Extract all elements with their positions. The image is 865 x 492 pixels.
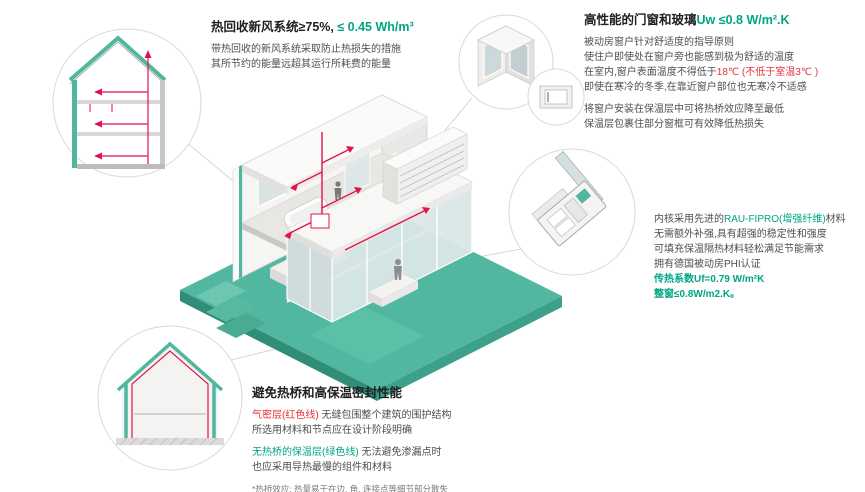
core-line-1-pre: 内核采用先进的 bbox=[654, 214, 724, 225]
thermal-line-4: 也应采用导热最慢的组件和材料 bbox=[252, 462, 392, 473]
windows-line-3: 在室内,窗户表面温度不得低于18℃ (不低于室温3℃ ) bbox=[584, 65, 862, 80]
windows-line-2: 使住户即使处在窗户旁也能感到极为舒适的温度 bbox=[584, 52, 794, 63]
section-detail-circle bbox=[52, 28, 202, 178]
core-line-1-material: RAU-FIPRO(增强纤维) bbox=[724, 214, 826, 225]
heat-recovery-block: 热回收新风系统≥75%, ≤ 0.45 Wh/m³ 带热回收的新风系统采取防止热… bbox=[211, 20, 491, 72]
windows-title-value: Uw ≤0.8 W/m².K bbox=[696, 13, 790, 27]
windows-line-5: 将窗户安装在保温层中可将热桥效应降至最低 bbox=[584, 104, 784, 115]
window-corner-circle bbox=[458, 14, 585, 126]
core-line-3: 可填充保温隔热材料轻松满足节能需求 bbox=[654, 244, 824, 255]
core-line-1: 内核采用先进的RAU-FIPRO(增强纤维)材料 bbox=[654, 212, 864, 227]
airtight-layer-label: 气密层(红色线) bbox=[252, 410, 319, 421]
cut-insulation-edge bbox=[239, 165, 242, 279]
windows-line-3-pre: 在室内,窗户表面温度不得低于 bbox=[584, 67, 717, 78]
heat-recovery-line-1: 带热回收的新风系统采取防止热损失的措施 bbox=[211, 44, 401, 55]
airtight-line-red bbox=[131, 350, 209, 438]
tower-roof-edge-left bbox=[242, 165, 287, 194]
heat-recovery-title-main: 热回收新风系统≥75%, bbox=[211, 20, 338, 34]
insulated-wall bbox=[72, 80, 77, 168]
thermal-line-3-rest: 无法避免渗漏点时 bbox=[358, 447, 442, 458]
windows-block: 高性能的门窗和玻璃Uw ≤0.8 W/m².K 被动房窗户针对舒适度的指导原则 … bbox=[584, 13, 862, 132]
section-ducts bbox=[96, 54, 149, 164]
house-cutaway bbox=[232, 94, 473, 323]
envelope-circle bbox=[97, 325, 243, 471]
windows-title: 高性能的门窗和玻璃Uw ≤0.8 W/m².K bbox=[584, 13, 862, 28]
heat-recovery-title: 热回收新风系统≥75%, ≤ 0.45 Wh/m³ bbox=[211, 20, 491, 35]
section-arrows bbox=[94, 50, 152, 160]
core-material-block: 内核采用先进的RAU-FIPRO(增强纤维)材料 无需额外补强,具有超强的稳定性… bbox=[654, 212, 864, 302]
slab-edge-left bbox=[242, 223, 287, 251]
core-uw-value: 整窗≤0.8W/m2.K。 bbox=[654, 289, 741, 300]
insulation-line-green bbox=[116, 341, 224, 392]
windows-line-4: 即使在寒冷的冬季,在靠近窗户部位也无寒冷不适感 bbox=[584, 82, 807, 93]
core-line-4: 拥有德国被动房PHI认证 bbox=[654, 259, 761, 270]
louvered-volume bbox=[382, 126, 468, 205]
heat-recovery-unit bbox=[310, 213, 330, 229]
thermal-bridge-title: 避免热桥和高保温密封性能 bbox=[252, 386, 403, 400]
windows-line-3-temp: 18℃ (不低于室温3℃ ) bbox=[716, 67, 819, 78]
bathtub bbox=[283, 197, 329, 229]
heat-recovery-title-value: ≤ 0.45 Wh/m³ bbox=[337, 20, 414, 34]
thermal-line-1-rest: 无缝包围整个建筑的围护结构 bbox=[318, 410, 452, 421]
insulation-layer-label: 无热桥的保温层(绿色线) bbox=[252, 447, 359, 458]
thermal-bridge-block: 避免热桥和高保温密封性能 气密层(红色线) 无缝包围整个建筑的围护结构 所选用材… bbox=[252, 386, 552, 492]
thermal-bridge-footnote: *热桥效应: 热量易于在边, 角, 连接点等细节部分散失 bbox=[252, 484, 448, 492]
core-uf-value: 传热系数Uf=0.79 W/m²K bbox=[654, 274, 765, 285]
thermal-line-3: 无热桥的保温层(绿色线) 无法避免渗漏点时 bbox=[252, 445, 552, 460]
ventilation-arrows bbox=[284, 146, 430, 239]
people-figures bbox=[334, 181, 402, 280]
insulation-insert bbox=[575, 188, 592, 204]
spacer bbox=[252, 438, 552, 445]
core-line-1-post: 材料 bbox=[825, 214, 846, 225]
spacer bbox=[584, 95, 862, 102]
person-bathroom bbox=[334, 181, 342, 200]
frame-profile-circle bbox=[508, 148, 636, 276]
thermal-line-2: 所选用材料和节点应在设计阶段明确 bbox=[252, 425, 412, 436]
windows-line-6: 保温层包裹住部分窗框可有效降低热损失 bbox=[584, 119, 764, 130]
core-line-2: 无需额外补强,具有超强的稳定性和强度 bbox=[654, 229, 827, 240]
glass-pavilion bbox=[286, 158, 473, 323]
thermal-line-1: 气密层(红色线) 无缝包围整个建筑的围护结构 bbox=[252, 408, 552, 423]
person-pavilion bbox=[394, 259, 402, 280]
heat-recovery-line-2: 其所节约的能量远超其运行所耗费的能量 bbox=[211, 59, 391, 70]
windows-title-main: 高性能的门窗和玻璃 bbox=[584, 13, 697, 27]
windows-line-1: 被动房窗户针对舒适度的指导原则 bbox=[584, 37, 734, 48]
